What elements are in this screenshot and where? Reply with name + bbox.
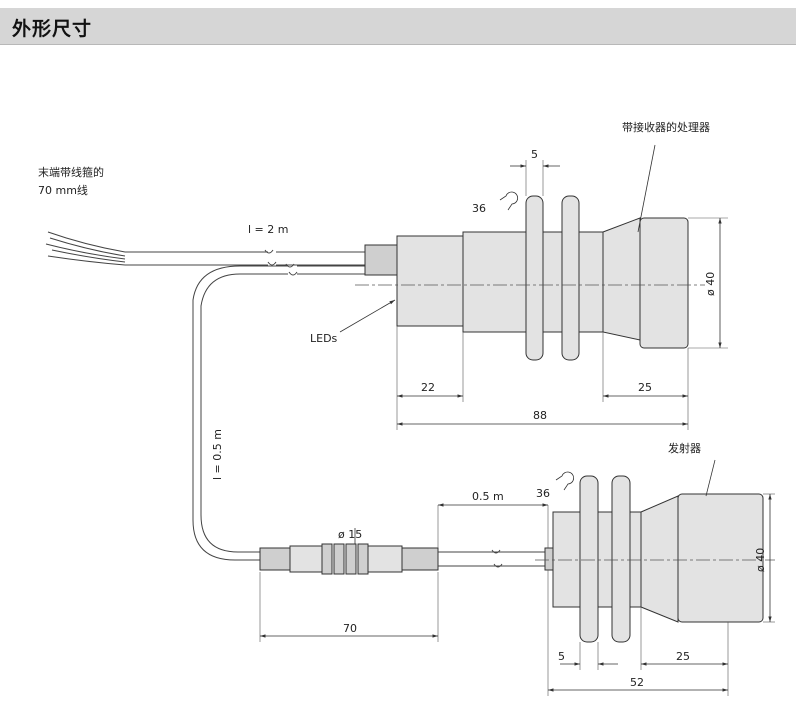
receiver-dimensions bbox=[339, 144, 728, 430]
emitter-label: 发射器 bbox=[668, 441, 701, 455]
connector-length-dim: 70 bbox=[343, 622, 357, 635]
receiver-total-dim: 88 bbox=[533, 409, 547, 422]
emitter-left-dim: 5 bbox=[558, 650, 565, 663]
wrench-icon bbox=[499, 191, 518, 211]
wire-ends bbox=[45, 231, 126, 266]
cable-length-top: l = 2 m bbox=[248, 223, 288, 236]
cable-branch bbox=[192, 263, 365, 561]
connector-diameter: ø 15 bbox=[338, 528, 362, 541]
leds-label: LEDs bbox=[310, 332, 338, 345]
receiver-right-dim: 25 bbox=[638, 381, 652, 394]
receiver-left-dim: 22 bbox=[421, 381, 435, 394]
cable-end-label-2: 70 mm线 bbox=[38, 183, 88, 197]
cable-length-emitter: 0.5 m bbox=[472, 490, 504, 503]
connector-dimensions bbox=[259, 503, 549, 642]
receiver-wrench-size: 36 bbox=[472, 202, 486, 215]
cable-main bbox=[125, 249, 365, 266]
emitter-total-dim: 52 bbox=[630, 676, 644, 689]
wrench-icon bbox=[555, 471, 574, 491]
emitter-wrench-size: 36 bbox=[536, 487, 550, 500]
emitter-sensor bbox=[544, 475, 764, 643]
emitter-diameter: ø 40 bbox=[754, 548, 767, 572]
emitter-dimensions bbox=[547, 459, 775, 696]
emitter-right-dim: 25 bbox=[676, 650, 690, 663]
section-title: 外形尺寸 bbox=[12, 18, 93, 40]
receiver-sensor bbox=[364, 195, 689, 361]
connector bbox=[259, 543, 439, 575]
cable-end-label-1: 末端带线箍的 bbox=[38, 165, 104, 179]
receiver-diameter: ø 40 bbox=[704, 272, 717, 296]
receiver-label: 带接收器的处理器 bbox=[622, 120, 710, 134]
receiver-nut-width: 5 bbox=[531, 148, 538, 161]
section-header-bar: 外形尺寸 bbox=[0, 8, 796, 45]
cable-length-vertical: l = 0.5 m bbox=[211, 429, 224, 480]
